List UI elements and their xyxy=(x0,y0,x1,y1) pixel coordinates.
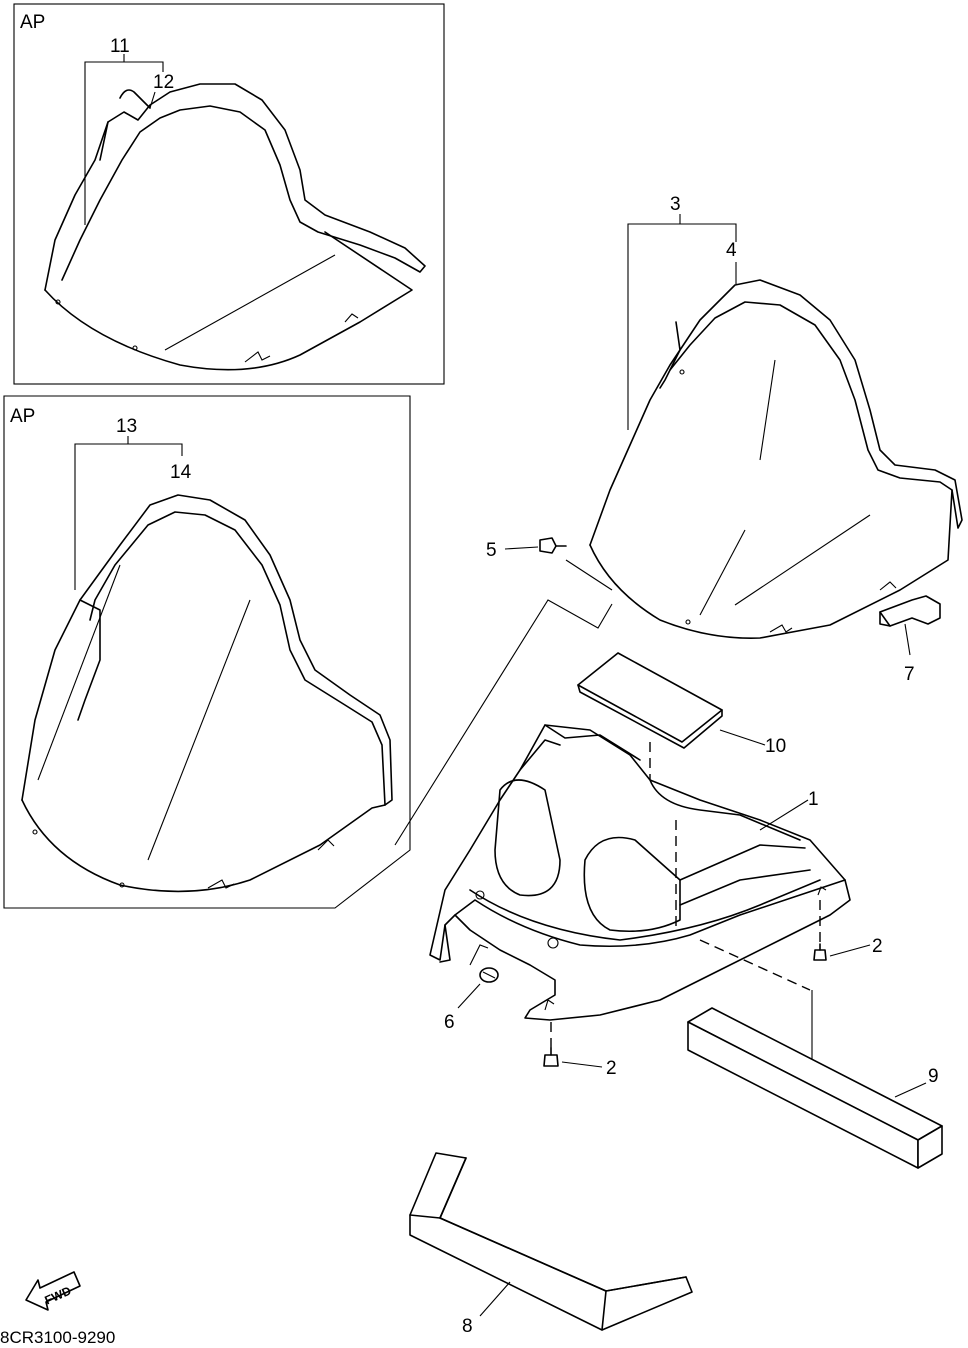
inset-label-ap-2: AP xyxy=(10,406,35,427)
callout-6: 6 xyxy=(444,1012,455,1033)
callout-14: 14 xyxy=(170,462,192,483)
callout-7: 7 xyxy=(904,664,915,685)
dash-line-9 xyxy=(699,939,811,991)
cowl-part-1: 1 xyxy=(429,724,851,1021)
callout-3: 3 xyxy=(670,194,681,215)
callout-5: 5 xyxy=(486,540,497,561)
inset-label-ap-1: AP xyxy=(20,12,45,33)
screw-part-5: 5 xyxy=(486,537,567,561)
bracket-part-7: 7 xyxy=(879,595,941,685)
inset-box-alt-windshield-2: AP 13 14 xyxy=(3,395,411,909)
callout-10: 10 xyxy=(765,736,786,757)
callout-2a: 2 xyxy=(872,936,883,957)
callout-11: 11 xyxy=(110,36,130,57)
callout-9: 9 xyxy=(928,1066,939,1087)
inset-box-alt-windshield-1: AP 11 12 xyxy=(13,3,445,385)
dash-line-6 xyxy=(469,944,489,966)
windshield-tall xyxy=(21,494,393,893)
assembly-outline xyxy=(394,599,613,846)
diagram-code: 8CR3100-9290 xyxy=(0,1328,115,1347)
callout-13: 13 xyxy=(116,416,137,437)
bolt-part-2a: 2 xyxy=(813,936,883,961)
callout-2b: 2 xyxy=(606,1058,617,1079)
callout-12: 12 xyxy=(153,72,174,93)
foam-block-part-9: 9 xyxy=(687,1007,943,1169)
leader-5-dash xyxy=(565,559,613,591)
pad-part-10: 10 xyxy=(577,652,786,757)
callout-4: 4 xyxy=(726,240,737,261)
bolt-part-2b: 2 xyxy=(543,1047,617,1079)
fwd-arrow-icon: FWD xyxy=(25,1271,81,1311)
foam-trim-part-8: 8 xyxy=(409,1152,693,1337)
callout-8: 8 xyxy=(462,1316,473,1337)
windshield-main: 3 4 xyxy=(589,194,963,639)
callout-1: 1 xyxy=(808,789,819,810)
grommet-part-6: 6 xyxy=(444,967,499,1033)
windshield-short xyxy=(44,83,426,371)
